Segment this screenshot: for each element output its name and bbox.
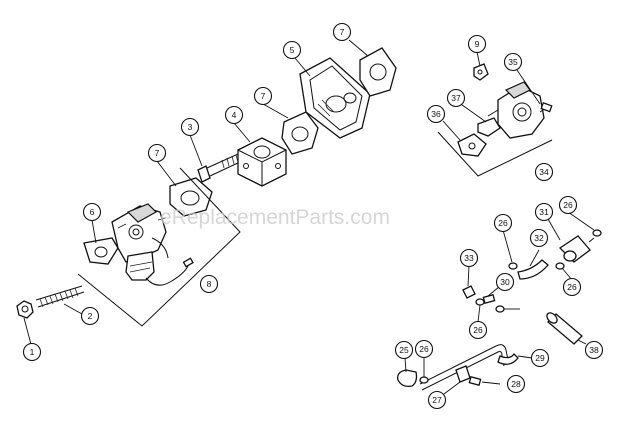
svg-text:30: 30 bbox=[500, 277, 510, 287]
part-32-hose bbox=[517, 259, 549, 280]
svg-text:35: 35 bbox=[508, 57, 518, 67]
svg-text:29: 29 bbox=[535, 353, 545, 363]
callout-26c: 26 bbox=[558, 195, 578, 215]
svg-text:26: 26 bbox=[419, 344, 429, 354]
bracket-part-34 bbox=[437, 131, 553, 177]
svg-text:27: 27 bbox=[432, 395, 442, 405]
svg-text:4: 4 bbox=[232, 110, 237, 120]
part-31-fuel-filter bbox=[558, 235, 595, 263]
part-30-connector bbox=[482, 294, 496, 304]
svg-text:37: 37 bbox=[451, 93, 461, 103]
svg-text:26: 26 bbox=[567, 282, 577, 292]
part-26-clamp-e bbox=[495, 305, 520, 313]
svg-text:36: 36 bbox=[431, 109, 441, 119]
svg-text:26: 26 bbox=[473, 325, 483, 335]
part-33-fitting bbox=[462, 265, 476, 299]
svg-text:3: 3 bbox=[188, 122, 193, 132]
part-25-cup bbox=[397, 369, 418, 388]
svg-text:1: 1 bbox=[30, 347, 35, 357]
callout-26d: 26 bbox=[562, 277, 582, 297]
part-2-stud bbox=[35, 285, 85, 308]
callout-30: 30 bbox=[495, 272, 515, 292]
callout-26e: 26 bbox=[468, 320, 488, 340]
svg-text:28: 28 bbox=[511, 379, 521, 389]
callout-34: 34 bbox=[534, 162, 554, 182]
callout-8: 8 bbox=[199, 274, 219, 294]
callout-2: 2 bbox=[80, 306, 100, 326]
part-1-nut bbox=[16, 300, 34, 319]
callout-3: 3 bbox=[180, 117, 200, 137]
svg-text:38: 38 bbox=[589, 345, 599, 355]
callout-7c: 7 bbox=[332, 22, 352, 42]
fuel-pump bbox=[487, 81, 547, 139]
svg-text:9: 9 bbox=[475, 39, 480, 49]
callout-32: 32 bbox=[529, 228, 549, 248]
part-4-adapter bbox=[237, 137, 287, 187]
svg-text:32: 32 bbox=[534, 233, 544, 243]
svg-text:25: 25 bbox=[399, 345, 409, 355]
callout-29: 29 bbox=[530, 348, 550, 368]
callout-27: 27 bbox=[427, 390, 447, 410]
callout-28: 28 bbox=[506, 374, 526, 394]
callout-4: 4 bbox=[224, 105, 244, 125]
svg-text:6: 6 bbox=[90, 207, 95, 217]
callout-1: 1 bbox=[22, 342, 42, 362]
part-35-screw bbox=[540, 101, 553, 113]
callout-38: 38 bbox=[584, 340, 604, 360]
callout-25: 25 bbox=[394, 340, 414, 360]
svg-text:7: 7 bbox=[261, 91, 266, 101]
callout-35: 35 bbox=[503, 52, 523, 72]
part-26-clamp-c bbox=[502, 229, 518, 270]
part-27-fitting bbox=[443, 365, 471, 395]
part-9-fitting bbox=[473, 51, 489, 81]
svg-text:7: 7 bbox=[155, 148, 160, 158]
part-36-plate bbox=[457, 133, 487, 157]
watermark-text: eReplacementParts.com bbox=[160, 206, 390, 229]
svg-text:34: 34 bbox=[539, 167, 549, 177]
part-7-gasket-c bbox=[359, 47, 397, 97]
callout-36: 36 bbox=[426, 104, 446, 124]
part-38-tube bbox=[546, 312, 583, 345]
part-37-gasket bbox=[477, 117, 501, 137]
callout-9: 9 bbox=[467, 34, 487, 54]
svg-text:26: 26 bbox=[498, 218, 508, 228]
callout-26a: 26 bbox=[414, 339, 434, 359]
part-26-clamp-a bbox=[592, 229, 602, 237]
svg-text:8: 8 bbox=[207, 279, 212, 289]
part-26-clamp-b bbox=[555, 262, 565, 270]
carburetor bbox=[111, 203, 194, 286]
callout-31: 31 bbox=[534, 202, 554, 222]
svg-text:33: 33 bbox=[464, 253, 474, 263]
part-29-fuel-line bbox=[419, 344, 519, 391]
callout-5: 5 bbox=[282, 40, 302, 60]
svg-text:5: 5 bbox=[290, 45, 295, 55]
part-6-gasket bbox=[83, 237, 119, 265]
part-7-gasket-b bbox=[281, 111, 319, 155]
callout-7a: 7 bbox=[147, 143, 167, 163]
callout-6: 6 bbox=[82, 202, 102, 222]
part-28-screw bbox=[468, 376, 501, 386]
callout-26b: 26 bbox=[493, 213, 513, 233]
svg-text:2: 2 bbox=[88, 311, 93, 321]
svg-text:7: 7 bbox=[340, 27, 345, 37]
callout-37: 37 bbox=[446, 88, 466, 108]
svg-text:26: 26 bbox=[563, 200, 573, 210]
part-5-air-cleaner-base bbox=[299, 57, 371, 139]
part-26-clamp-f bbox=[419, 376, 429, 384]
part-26-clamp-d bbox=[475, 298, 485, 323]
part-3-bolt bbox=[197, 153, 241, 183]
part-7-gasket-a bbox=[169, 177, 213, 217]
callout-33: 33 bbox=[459, 248, 479, 268]
bracket-part-8 bbox=[77, 167, 241, 327]
svg-text:31: 31 bbox=[539, 207, 549, 217]
callout-7b: 7 bbox=[253, 86, 273, 106]
